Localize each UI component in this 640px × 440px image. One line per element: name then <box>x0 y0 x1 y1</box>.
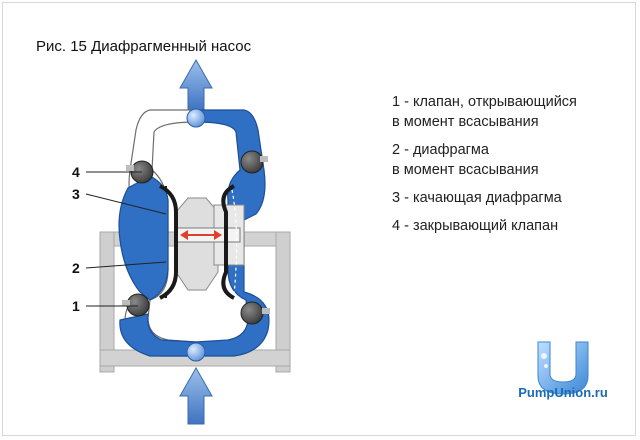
legend-item-2: 2 - диафрагма в момент всасывания <box>392 142 539 178</box>
legend-item-1: 1 - клапан, открывающийся в момент всасы… <box>392 94 577 130</box>
logo-text: PumpUnion.ru <box>518 385 608 400</box>
left-chamber-blue <box>118 175 197 357</box>
callout-1: 1 <box>72 298 80 314</box>
bottom-center-ball <box>186 342 206 362</box>
callout-2: 2 <box>72 260 80 276</box>
right-diaphragm <box>221 184 238 300</box>
left-diaphragm <box>159 184 178 300</box>
pumpunion-logo-icon <box>537 341 589 395</box>
valve-1-left <box>126 293 150 317</box>
inlet-arrow <box>179 366 213 425</box>
legend: 1 - клапан, открывающийся в момент всасы… <box>392 92 632 244</box>
outlet-arrow <box>179 58 213 111</box>
valve-balls <box>122 108 270 362</box>
legend-item-4: 4 - закрывающий клапан <box>392 218 559 234</box>
shaft-arrow <box>180 230 222 240</box>
callout-3: 3 <box>72 186 80 202</box>
legend-item-3: 3 - качающая диафрагма <box>392 190 562 206</box>
callout-4: 4 <box>72 164 80 180</box>
valve-right-bottom <box>240 301 264 325</box>
figure-caption: Рис. 15 Диафрагменный насос <box>36 38 252 55</box>
leader-lines <box>85 171 167 307</box>
valve-right-top <box>240 150 264 174</box>
top-center-ball <box>186 108 206 128</box>
